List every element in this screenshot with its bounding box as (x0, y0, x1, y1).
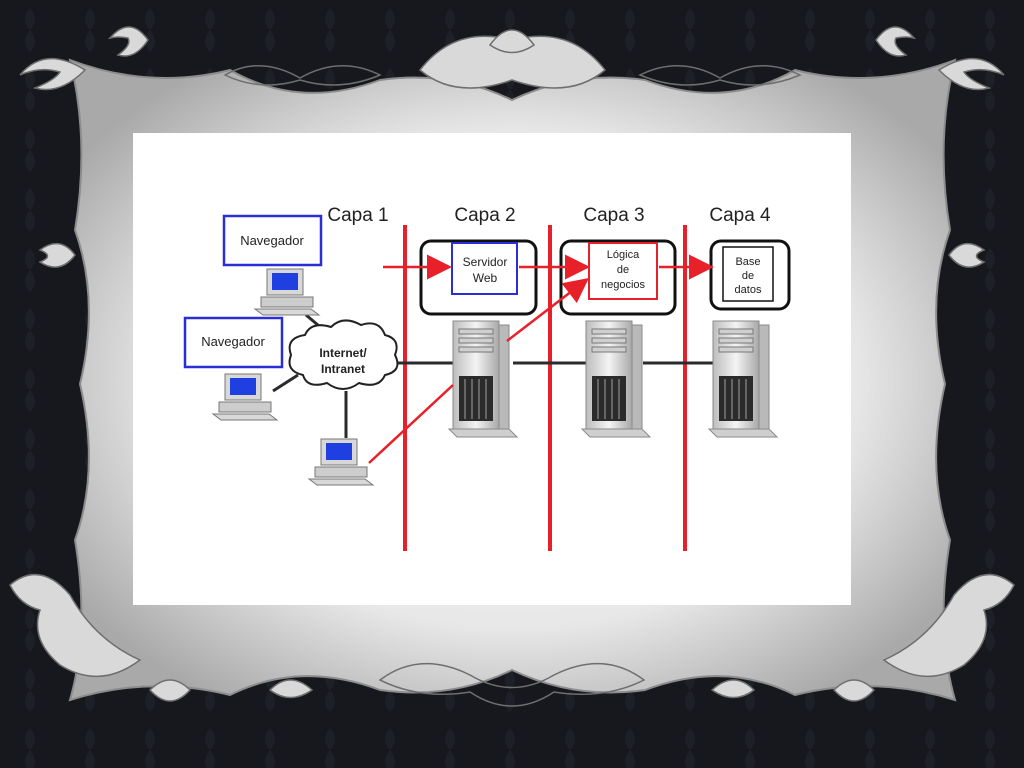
layer-label-2: Capa 2 (454, 205, 515, 226)
web-server-container (419, 239, 538, 316)
browser-label-1: Navegador (240, 233, 304, 248)
frame-ornaments (9, 26, 1015, 707)
browser-box-1 (222, 214, 323, 267)
database-tower (708, 320, 778, 438)
cloud-label-line2: Intranet (321, 362, 365, 376)
architecture-diagram: Capa 1 Capa 2 Capa 3 Capa 4 (183, 205, 791, 551)
browser-label-2: Navegador (201, 334, 265, 349)
diagram-panel: Capa 1 Capa 2 Capa 3 Capa 4 (133, 133, 851, 605)
business-logic-label-line2: de (617, 264, 629, 276)
business-logic-tower (581, 320, 651, 438)
database-label-line2: de (742, 270, 754, 282)
web-server-label-line1: Servidor (463, 255, 508, 269)
database-label-line1: Base (735, 256, 760, 268)
database-box (722, 246, 774, 302)
business-logic-container (559, 239, 677, 316)
client-computer-1 (254, 268, 320, 316)
layer-label-3: Capa 3 (583, 205, 644, 226)
cloud-label-line1: Internet/ (319, 346, 367, 360)
internet-cloud (288, 319, 399, 390)
client-computer-3 (308, 438, 374, 486)
business-logic-label-line1: Lógica (607, 249, 640, 261)
business-logic-label-line3: negocios (601, 279, 646, 291)
database-label-line3: datos (735, 284, 762, 296)
web-server-label-line2: Web (473, 271, 498, 285)
browser-box-2 (183, 316, 284, 369)
layer-label-4: Capa 4 (709, 205, 771, 226)
web-server-box (451, 242, 518, 295)
layer-label-1: Capa 1 (327, 205, 388, 226)
client-computer-2 (212, 373, 278, 421)
request-flow (368, 254, 714, 464)
web-server-tower (448, 320, 518, 438)
